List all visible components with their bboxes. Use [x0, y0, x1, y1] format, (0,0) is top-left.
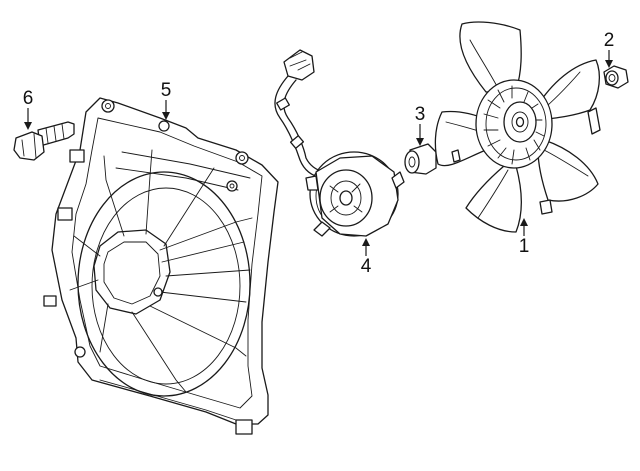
callout-2: 2: [604, 30, 615, 51]
callout-leaders: [24, 50, 613, 256]
bolt-part: [13, 121, 75, 161]
nut-part: [603, 65, 629, 89]
callout-5: 5: [161, 80, 172, 101]
callout-3: 3: [415, 104, 426, 125]
callout-labels: 6 5 3 2 4 1: [23, 30, 615, 277]
fan-shroud-part: [43, 97, 279, 435]
callout-1: 1: [519, 236, 530, 257]
spacer-part: [404, 143, 437, 175]
fan-motor-part: [274, 49, 405, 237]
fan-part: [434, 21, 601, 233]
callout-6: 6: [23, 88, 34, 109]
callout-4: 4: [361, 256, 372, 277]
